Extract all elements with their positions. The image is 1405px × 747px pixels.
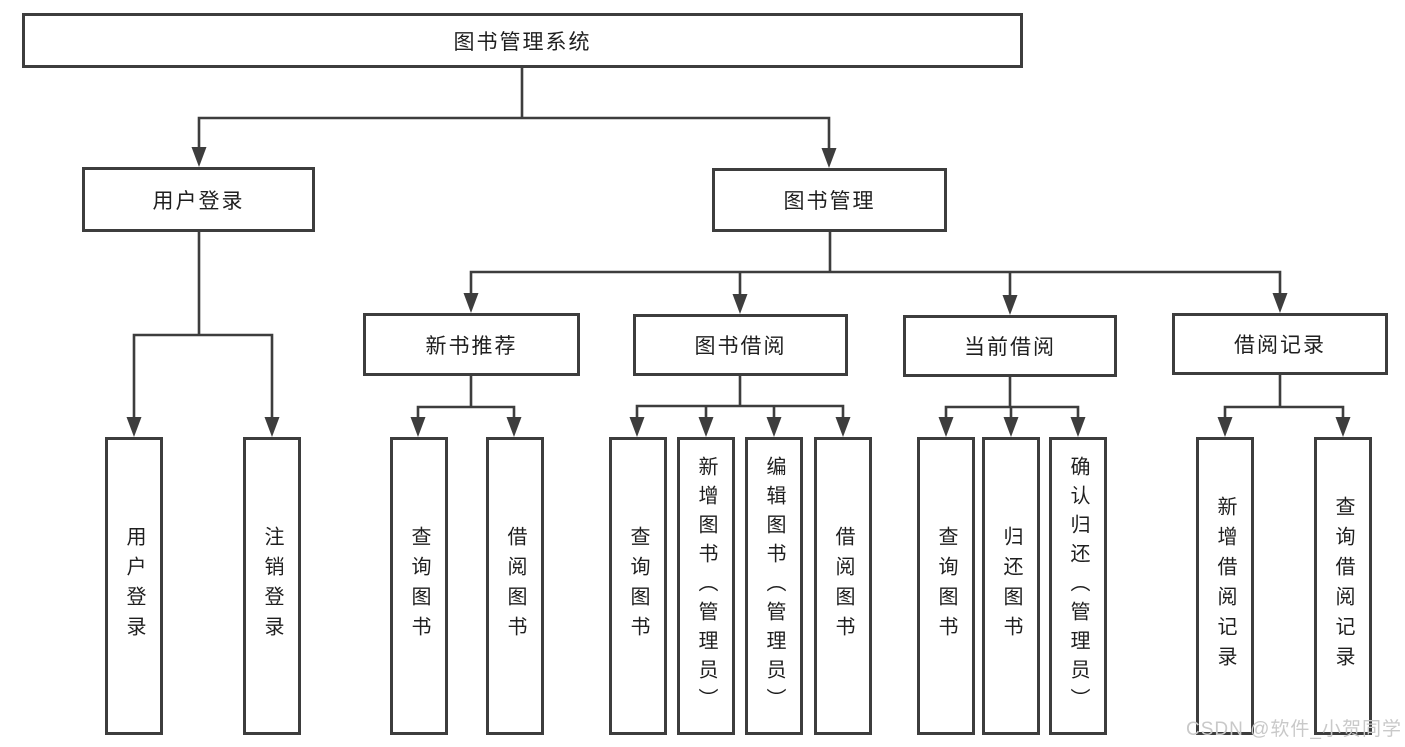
leaf-add-books-admin-label: 新增图书（管理员） — [695, 455, 717, 717]
node-new-book-recommend: 新书推荐 — [363, 313, 580, 376]
leaf-query-books-borrow-label: 查询图书 — [627, 526, 649, 646]
node-library-system-label: 图书管理系统 — [453, 30, 592, 54]
node-book-borrow-label: 图书借阅 — [694, 335, 787, 358]
node-borrow-records-label: 借阅记录 — [1234, 334, 1326, 357]
leaf-user-login: 用户登录 — [105, 437, 163, 735]
leaf-borrow-books-label: 借阅图书 — [832, 526, 854, 646]
leaf-edit-books-admin-label: 编辑图书（管理员） — [763, 455, 785, 717]
leaf-query-borrow-record-label: 查询借阅记录 — [1332, 496, 1354, 676]
leaf-logout-label: 注销登录 — [261, 526, 283, 646]
arrowheads — [126, 147, 1351, 437]
csdn-watermark: CSDN @软件_小贺同学 — [1186, 719, 1402, 740]
connector-book-borrow — [635, 374, 845, 432]
node-new-book-recommend-label: 新书推荐 — [425, 334, 518, 358]
leaf-confirm-return-admin: 确认归还（管理员） — [1049, 437, 1107, 735]
leaf-return-books: 归还图书 — [982, 437, 1040, 735]
connector-borrow-records — [1223, 373, 1345, 432]
leaf-add-books-admin: 新增图书（管理员） — [677, 437, 735, 735]
node-borrow-records: 借阅记录 — [1172, 313, 1388, 375]
leaf-confirm-return-admin-label: 确认归还（管理员） — [1067, 455, 1089, 717]
leaf-logout: 注销登录 — [243, 437, 301, 735]
leaf-query-books-borrow: 查询图书 — [609, 437, 667, 735]
leaf-borrow-books-recommend: 借阅图书 — [486, 437, 544, 735]
node-user-login-label: 用户登录 — [152, 189, 245, 213]
node-current-borrow: 当前借阅 — [903, 315, 1117, 377]
leaf-user-login-label: 用户登录 — [123, 526, 145, 646]
leaf-query-books-recommend-label: 查询图书 — [408, 526, 430, 646]
leaf-add-borrow-record: 新增借阅记录 — [1196, 437, 1254, 735]
node-current-borrow-label: 当前借阅 — [964, 336, 1056, 359]
leaf-borrow-books-recommend-label: 借阅图书 — [504, 526, 526, 646]
leaf-query-books-recommend: 查询图书 — [390, 437, 448, 735]
node-book-borrow: 图书借阅 — [633, 314, 848, 376]
leaf-query-borrow-record: 查询借阅记录 — [1314, 437, 1372, 735]
node-book-management-label: 图书管理 — [783, 190, 876, 213]
node-book-management: 图书管理 — [712, 168, 947, 232]
connector-new-book — [416, 374, 516, 432]
connector-book-management — [469, 230, 1282, 310]
node-library-system: 图书管理系统 — [22, 13, 1023, 68]
leaf-add-borrow-record-label: 新增借阅记录 — [1214, 496, 1236, 676]
leaf-query-books-current-label: 查询图书 — [935, 526, 957, 646]
leaf-borrow-books: 借阅图书 — [814, 437, 872, 735]
leaf-return-books-label: 归还图书 — [1000, 526, 1022, 646]
node-user-login: 用户登录 — [82, 167, 315, 232]
connector-user-login — [132, 230, 274, 432]
connector-root — [197, 66, 831, 162]
leaf-edit-books-admin: 编辑图书（管理员） — [745, 437, 803, 735]
leaf-query-books-current: 查询图书 — [917, 437, 975, 735]
